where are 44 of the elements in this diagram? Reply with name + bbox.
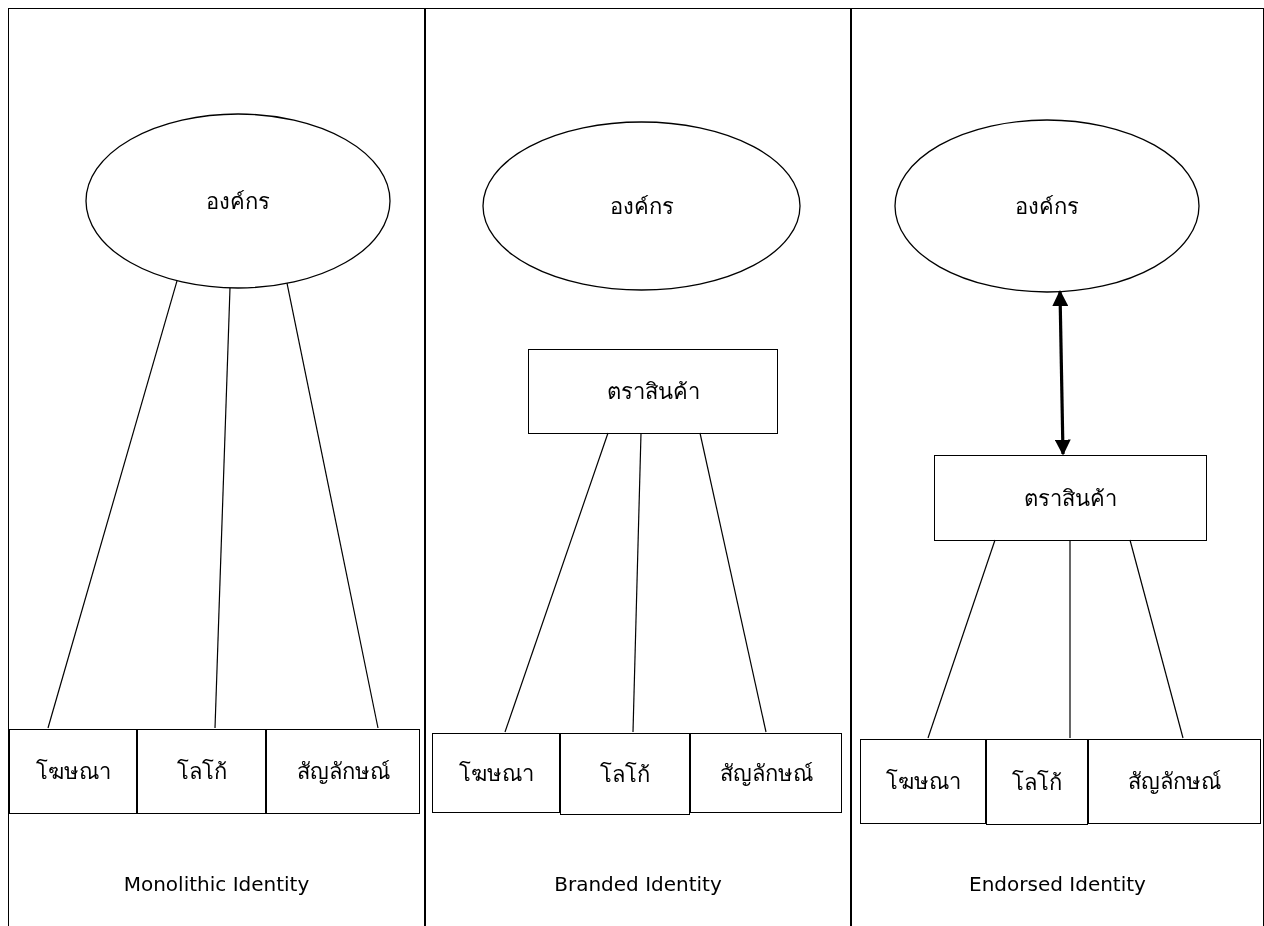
panel-caption: Endorsed Identity xyxy=(968,871,1147,898)
node-label: องค์กร xyxy=(1015,192,1079,221)
node-label: องค์กร xyxy=(206,187,270,216)
connector-line xyxy=(1129,539,1184,739)
organization-ellipse xyxy=(482,121,801,291)
label-box xyxy=(137,729,266,814)
label-box xyxy=(690,733,842,813)
double-arrow xyxy=(1052,290,1071,456)
panel-caption: Branded Identity xyxy=(553,871,723,898)
label-box xyxy=(986,739,1088,825)
panel-caption: Monolithic Identity xyxy=(122,871,311,898)
label-box xyxy=(934,455,1207,541)
label-box xyxy=(9,729,137,814)
label-box xyxy=(1088,739,1261,824)
organization-ellipse xyxy=(85,113,391,289)
connector-line xyxy=(286,282,379,729)
node-label: โลโก้ xyxy=(1012,768,1062,797)
connector-line xyxy=(927,539,996,739)
connector-line xyxy=(1069,539,1071,739)
label-box xyxy=(560,733,690,815)
label-box xyxy=(266,729,420,814)
connector-line xyxy=(699,432,767,733)
node-label: โฆษณา xyxy=(35,758,111,786)
connector-line xyxy=(214,287,231,729)
label-box xyxy=(528,349,778,434)
node-label: องค์กร xyxy=(609,192,674,221)
organization-ellipse xyxy=(894,119,1200,293)
connector-line xyxy=(632,432,642,733)
connector-line xyxy=(504,432,609,733)
connector-line xyxy=(47,280,178,729)
identity-panel xyxy=(8,8,425,926)
node-label: สัญลักษณ์ xyxy=(719,759,813,788)
label-box xyxy=(432,733,560,813)
node-label: ตราสินค้า xyxy=(1024,484,1117,513)
node-label: โลโก้ xyxy=(600,760,650,789)
node-label: สัญลักษณ์ xyxy=(296,758,390,786)
identity-panel xyxy=(425,8,851,926)
node-label: สัญลักษณ์ xyxy=(1128,768,1221,796)
label-box xyxy=(860,739,986,824)
identity-panel xyxy=(851,8,1264,926)
node-label: โฆษณา xyxy=(458,759,534,788)
node-label: ตราสินค้า xyxy=(606,378,700,406)
node-label: โฆษณา xyxy=(885,768,961,796)
node-label: โลโก้ xyxy=(176,758,227,786)
